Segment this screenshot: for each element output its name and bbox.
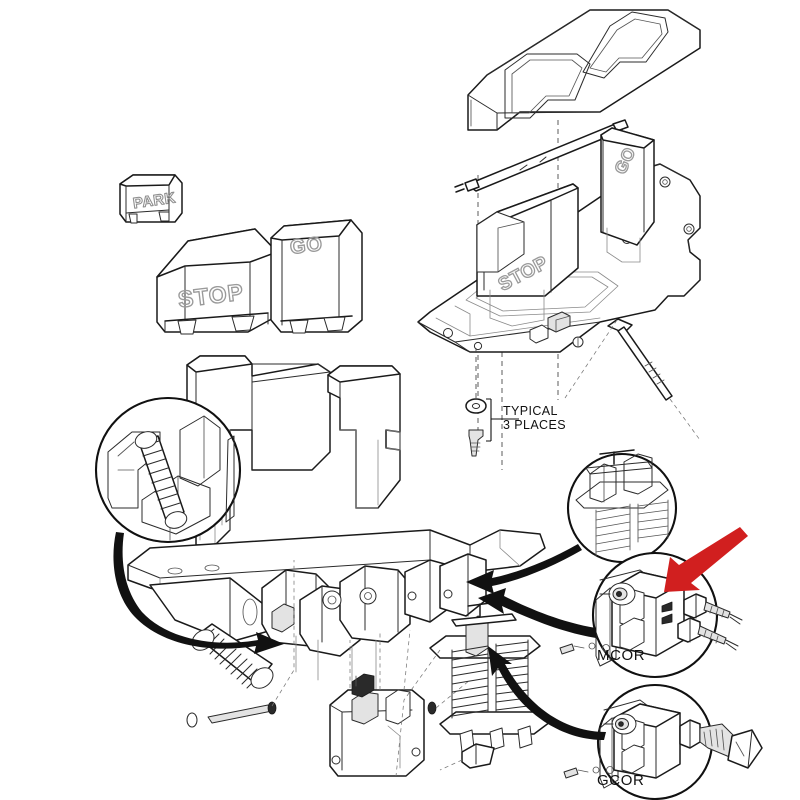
mcor-label: MCOR [597, 647, 645, 664]
typical-hardware: TYPICAL 3 PLACES [465, 348, 566, 457]
dual-spring-bracket [395, 601, 551, 777]
go-pedal-pad: GO [270, 219, 363, 334]
gcor-label: GCOR [597, 772, 644, 789]
leader-arrow-mcor [478, 588, 596, 638]
assembly-internal-hardware [529, 311, 584, 348]
typical-callout-line1: TYPICAL [503, 404, 558, 418]
typical-callout-line2: 3 PLACES [503, 418, 566, 432]
switch-module [329, 629, 471, 777]
leader-arrow-spring-right [466, 544, 582, 594]
detail-circle-gcor: GCOR [488, 646, 763, 800]
assembly-stop-pedal: STOP [476, 183, 579, 327]
pedal-linkage-cluster [261, 553, 487, 691]
connecting-rod [454, 119, 629, 193]
go-embossed-text: GO [289, 233, 325, 259]
park-embossed-text: PARK [131, 189, 177, 213]
park-brake-pad: PARK [119, 174, 183, 224]
pedal-box-rail [127, 529, 546, 643]
leader-arrow-spring-left [113, 532, 284, 654]
assembly-go-pedal: GO [600, 127, 655, 263]
long-bolt [564, 318, 701, 441]
red-callout-arrow [664, 527, 748, 592]
top-cover-plate [467, 9, 701, 131]
accelerator-pedal-arm [327, 365, 401, 509]
detail-circle-spring-left [94, 396, 284, 654]
loose-pedal-pads: PARK STOP GO [119, 174, 363, 335]
upper-assembly-exploded: GO STOP [417, 9, 701, 470]
pivot-rod [186, 560, 295, 728]
leader-arrow-gcor [488, 646, 606, 740]
svg-text:PARK: PARK [132, 189, 177, 212]
stop-pedal-pad: STOP [156, 228, 278, 335]
